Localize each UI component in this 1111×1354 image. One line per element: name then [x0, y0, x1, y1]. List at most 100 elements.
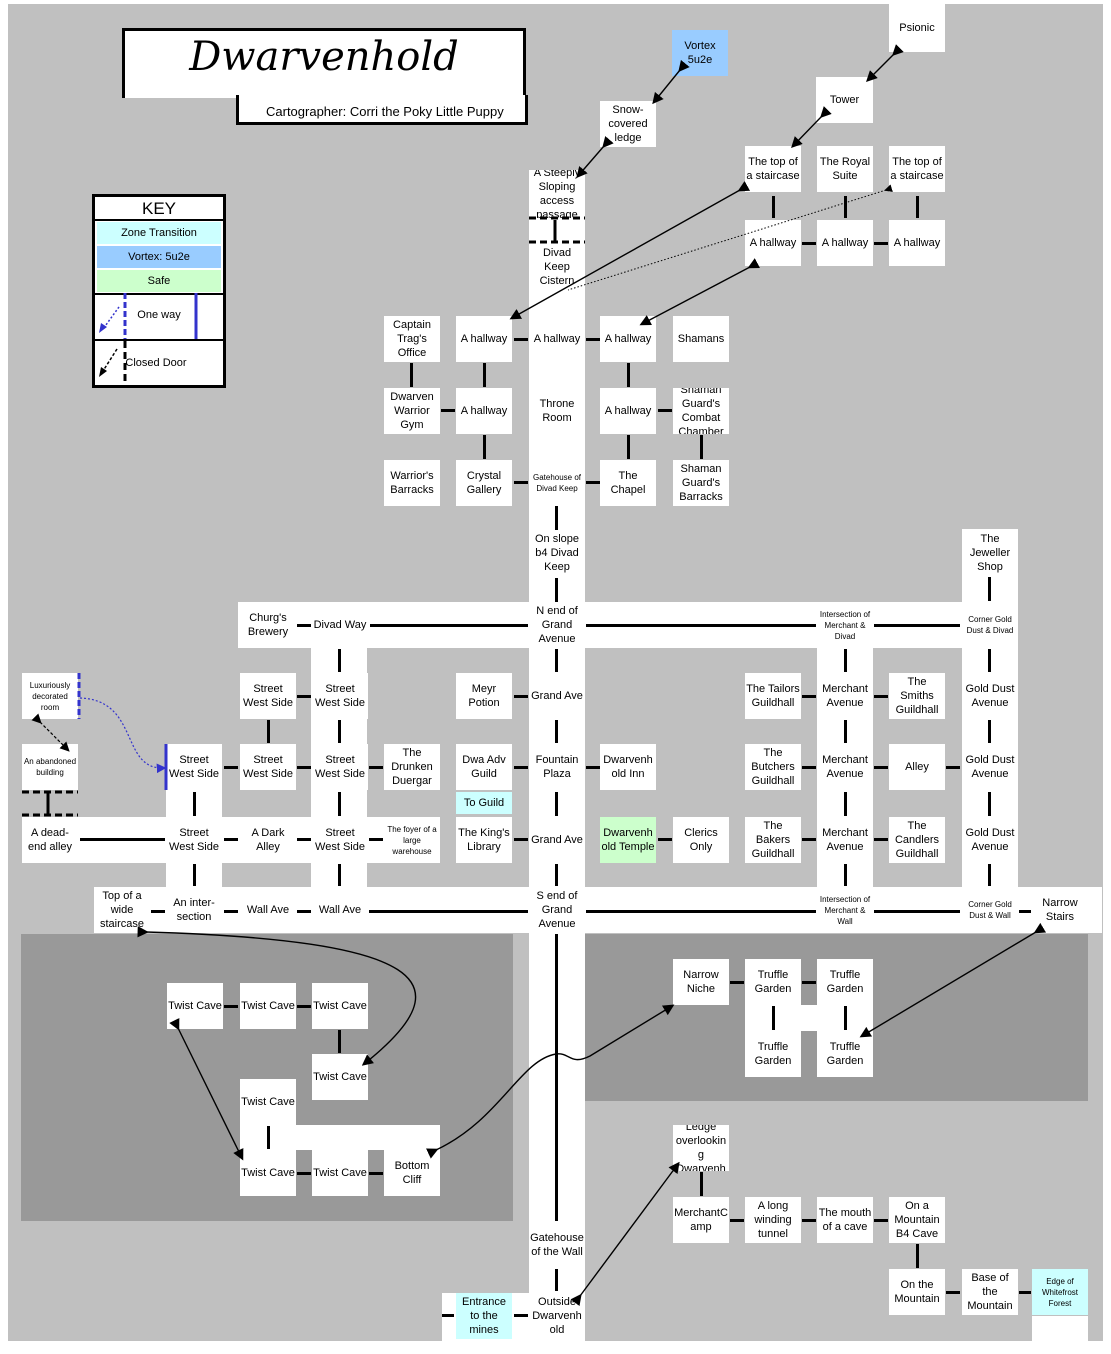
- room-gold-wall[interactable]: Corner Gold Dust & Wall: [962, 887, 1018, 933]
- room-meyr[interactable]: Meyr Potion: [456, 673, 512, 719]
- room-gold-divad[interactable]: Corner Gold Dust & Divad: [962, 602, 1018, 648]
- room-abandoned[interactable]: An abandoned building: [22, 744, 78, 790]
- room-narrow-niche[interactable]: Narrow Niche: [673, 959, 729, 1005]
- room-golddust-1[interactable]: Gold Dust Avenue: [962, 673, 1018, 719]
- room-merchant-divad[interactable]: Intersection of Merchant & Divad: [817, 602, 873, 648]
- room-merchant-3[interactable]: Merchant Avenue: [817, 817, 873, 863]
- room-shaman-combat[interactable]: Shaman Guard's Combat Chamber: [673, 388, 729, 434]
- room-royal-hall-2[interactable]: A hallway: [817, 220, 873, 266]
- room-to-guild[interactable]: To Guild: [456, 792, 512, 814]
- room-sws-4[interactable]: Street West Side: [240, 744, 296, 790]
- room-golddust-2[interactable]: Gold Dust Avenue: [962, 744, 1018, 790]
- room-golddust-3[interactable]: Gold Dust Avenue: [962, 817, 1018, 863]
- room-psionic[interactable]: Psionic: [889, 4, 945, 52]
- room-truffle-3[interactable]: Truffle Garden: [745, 1031, 801, 1077]
- room-wall-ave-2[interactable]: Wall Ave: [312, 887, 368, 933]
- room-grand-ave-1[interactable]: Grand Ave: [529, 673, 585, 719]
- room-royal-suite[interactable]: The Royal Suite: [817, 146, 873, 192]
- room-entrance-mines[interactable]: Entrance to the mines: [456, 1293, 512, 1339]
- room-jeweller[interactable]: The Jeweller Shop: [962, 530, 1018, 576]
- room-merchant-wall[interactable]: Intersection of Merchant & Wall: [817, 887, 873, 933]
- room-churg[interactable]: Churg's Brewery: [240, 602, 296, 648]
- room-twist-6[interactable]: Twist Cave: [240, 1150, 296, 1196]
- room-whitefrost[interactable]: Edge of Whitefrost Forest: [1032, 1269, 1088, 1315]
- room-tower[interactable]: Tower: [816, 77, 873, 123]
- room-trag-office[interactable]: Captain Trag's Office: [384, 316, 440, 362]
- room-twist-4[interactable]: Twist Cave: [312, 1054, 368, 1100]
- room-twist-1[interactable]: Twist Cave: [167, 983, 223, 1029]
- room-twist-3[interactable]: Twist Cave: [312, 983, 368, 1029]
- room-narrow-stairs[interactable]: Narrow Stairs: [1032, 887, 1088, 933]
- room-steep-passage[interactable]: A Steeply Sloping access passage: [529, 170, 585, 218]
- room-gatehouse-keep[interactable]: Gatehouse of Divad Keep: [529, 460, 585, 506]
- room-lux[interactable]: Luxuriously decorated room: [22, 673, 78, 719]
- room-foyer[interactable]: The foyer of a large warehouse: [384, 817, 440, 863]
- room-keep-hall-w[interactable]: A hallway: [456, 388, 512, 434]
- room-fountain[interactable]: Fountain Plaza: [529, 744, 585, 790]
- room-smiths[interactable]: The Smiths Guildhall: [889, 673, 945, 719]
- room-sws-1[interactable]: Street West Side: [240, 673, 296, 719]
- room-crystal-gallery[interactable]: Crystal Gallery: [456, 460, 512, 506]
- room-tailors[interactable]: The Tailors Guildhall: [745, 673, 801, 719]
- room-royal-stair-right[interactable]: The top of a staircase: [889, 146, 945, 192]
- room-candlers[interactable]: The Candlers Guildhall: [889, 817, 945, 863]
- room-sws-5[interactable]: Street West Side: [312, 744, 368, 790]
- room-shamans[interactable]: Shamans: [673, 316, 729, 362]
- room-twist-7[interactable]: Twist Cave: [312, 1150, 368, 1196]
- room-n-grand[interactable]: N end of Grand Avenue: [529, 602, 585, 648]
- room-keep-hall-1[interactable]: A hallway: [456, 316, 512, 362]
- room-duergar[interactable]: The Drunken Duergar: [384, 744, 440, 790]
- room-gatehouse-wall[interactable]: Gatehouse of the Wall: [529, 1222, 585, 1268]
- room-royal-hall-1[interactable]: A hallway: [745, 220, 801, 266]
- room-on-mtn-b4[interactable]: On a Mountain B4 Cave: [889, 1197, 945, 1243]
- room-royal-stair-left[interactable]: The top of a staircase: [745, 146, 801, 192]
- room-sws-2[interactable]: Street West Side: [312, 673, 368, 719]
- room-ledge-overlook[interactable]: Ledge overlookin g Dwarvenh: [673, 1125, 729, 1171]
- room-throne[interactable]: Throne Room: [529, 388, 585, 434]
- room-dead-end[interactable]: A dead- end alley: [22, 817, 78, 863]
- room-warrior-gym[interactable]: Dwarven Warrior Gym: [384, 388, 440, 434]
- room-vortex[interactable]: Vortex 5u2e: [672, 30, 728, 76]
- room-cistern[interactable]: Divad Keep Cistern: [529, 244, 585, 290]
- room-truffle-4[interactable]: Truffle Garden: [817, 1031, 873, 1077]
- room-alley[interactable]: Alley: [889, 744, 945, 790]
- room-sws-6[interactable]: Street West Side: [166, 817, 222, 863]
- room-clerics[interactable]: Clerics Only: [673, 817, 729, 863]
- room-truffle-2[interactable]: Truffle Garden: [817, 959, 873, 1005]
- room-warrior-barracks[interactable]: Warrior's Barracks: [384, 460, 440, 506]
- room-merchant-2[interactable]: Merchant Avenue: [817, 744, 873, 790]
- room-truffle-1[interactable]: Truffle Garden: [745, 959, 801, 1005]
- room-bottom-cliff[interactable]: Bottom Cliff: [384, 1150, 440, 1196]
- room-kings-library[interactable]: The King's Library: [456, 817, 512, 863]
- room-dark-alley[interactable]: A Dark Alley: [240, 817, 296, 863]
- room-keep-hall-e[interactable]: A hallway: [600, 388, 656, 434]
- room-twist-2[interactable]: Twist Cave: [240, 983, 296, 1029]
- room-cave-mouth[interactable]: The mouth of a cave: [817, 1197, 873, 1243]
- room-s-grand[interactable]: S end of Grand Avenue: [529, 887, 585, 933]
- room-chapel[interactable]: The Chapel: [600, 460, 656, 506]
- room-keep-hall-2[interactable]: A hallway: [529, 316, 585, 362]
- room-sws-7[interactable]: Street West Side: [312, 817, 368, 863]
- room-dwa-adv[interactable]: Dwa Adv Guild: [456, 744, 512, 790]
- room-butchers[interactable]: The Butchers Guildhall: [745, 744, 801, 790]
- room-keep-hall-3[interactable]: A hallway: [600, 316, 656, 362]
- room-slope-keep[interactable]: On slope b4 Divad Keep: [529, 530, 585, 576]
- room-shaman-barracks[interactable]: Shaman Guard's Barracks: [673, 460, 729, 506]
- room-winding-tunnel[interactable]: A long winding tunnel: [745, 1197, 801, 1243]
- room-base-mountain[interactable]: Base of the Mountain: [962, 1269, 1018, 1315]
- room-outside[interactable]: Outside Dwarvenh old: [529, 1293, 585, 1339]
- room-sws-3[interactable]: Street West Side: [166, 744, 222, 790]
- room-twist-5[interactable]: Twist Cave: [240, 1079, 296, 1125]
- room-divad-way[interactable]: Divad Way: [312, 602, 368, 648]
- room-wall-ave-1[interactable]: Wall Ave: [240, 887, 296, 933]
- room-top-wide-stair[interactable]: Top of a wide staircase: [94, 887, 150, 933]
- room-intersection[interactable]: An inter- section: [166, 887, 222, 933]
- room-on-mountain[interactable]: On the Mountain: [889, 1269, 945, 1315]
- room-dwarven-inn[interactable]: Dwarvenh old Inn: [600, 744, 656, 790]
- room-merchant-camp[interactable]: MerchantC amp: [673, 1197, 729, 1243]
- room-merchant-1[interactable]: Merchant Avenue: [817, 673, 873, 719]
- room-grand-ave-2[interactable]: Grand Ave: [529, 817, 585, 863]
- room-snow-ledge[interactable]: Snow- covered ledge: [600, 101, 656, 147]
- room-royal-hall-3[interactable]: A hallway: [889, 220, 945, 266]
- room-temple[interactable]: Dwarvenh old Temple: [600, 817, 656, 863]
